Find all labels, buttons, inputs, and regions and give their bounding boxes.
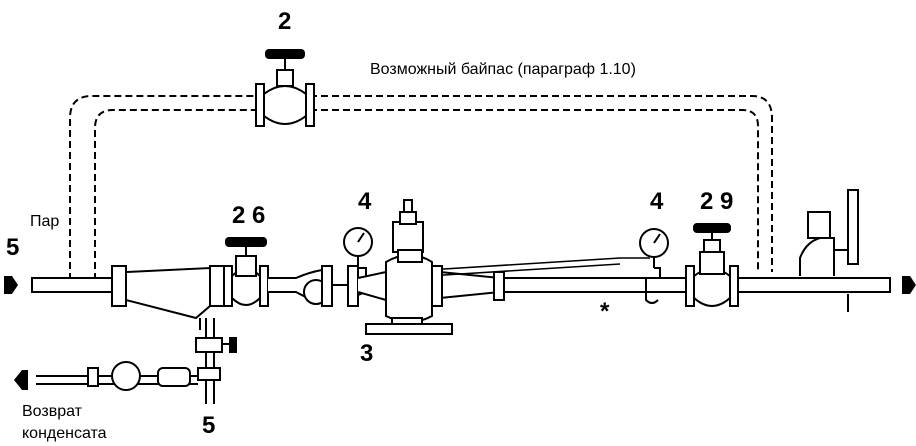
pressure-reducing-valve [347, 199, 453, 335]
steam-label: Пар [30, 213, 60, 230]
outlet-flange [493, 271, 505, 301]
bypass-line [69, 95, 773, 280]
steam-inlet-arrow [4, 276, 18, 294]
bypass-label: Возможный байпас (параграф 1.10) [370, 61, 636, 78]
inlet-valve [223, 237, 269, 307]
callout-gauge-outlet: 4 [650, 188, 664, 215]
callout-gauge-inlet: 4 [358, 188, 372, 215]
outlet-gauge [639, 228, 669, 304]
callout-outlet-valve-pair: 2 9 [700, 188, 734, 215]
callout-inlet-valve-pair: 2 6 [232, 202, 266, 229]
asterisk-mark: * [600, 298, 610, 325]
main-pipe [31, 257, 891, 299]
callout-steam-inlet: 5 [6, 234, 20, 261]
condensate-label-line1: Возврат [22, 403, 82, 420]
outlet-valve [685, 223, 739, 307]
callout-reducing-valve: 3 [360, 340, 374, 367]
callout-bypass-valve: 2 [278, 8, 292, 35]
inlet-reducer [268, 265, 348, 307]
safety-valve [799, 189, 859, 312]
condensate-arrow [14, 370, 28, 390]
condensate-branch [36, 318, 237, 404]
condensate-label-line2: конденсата [22, 425, 107, 442]
bypass-valve [255, 49, 315, 127]
steam-outlet-arrow [902, 276, 916, 294]
strainer [111, 265, 225, 330]
callout-trap-outlet: 5 [202, 412, 216, 439]
